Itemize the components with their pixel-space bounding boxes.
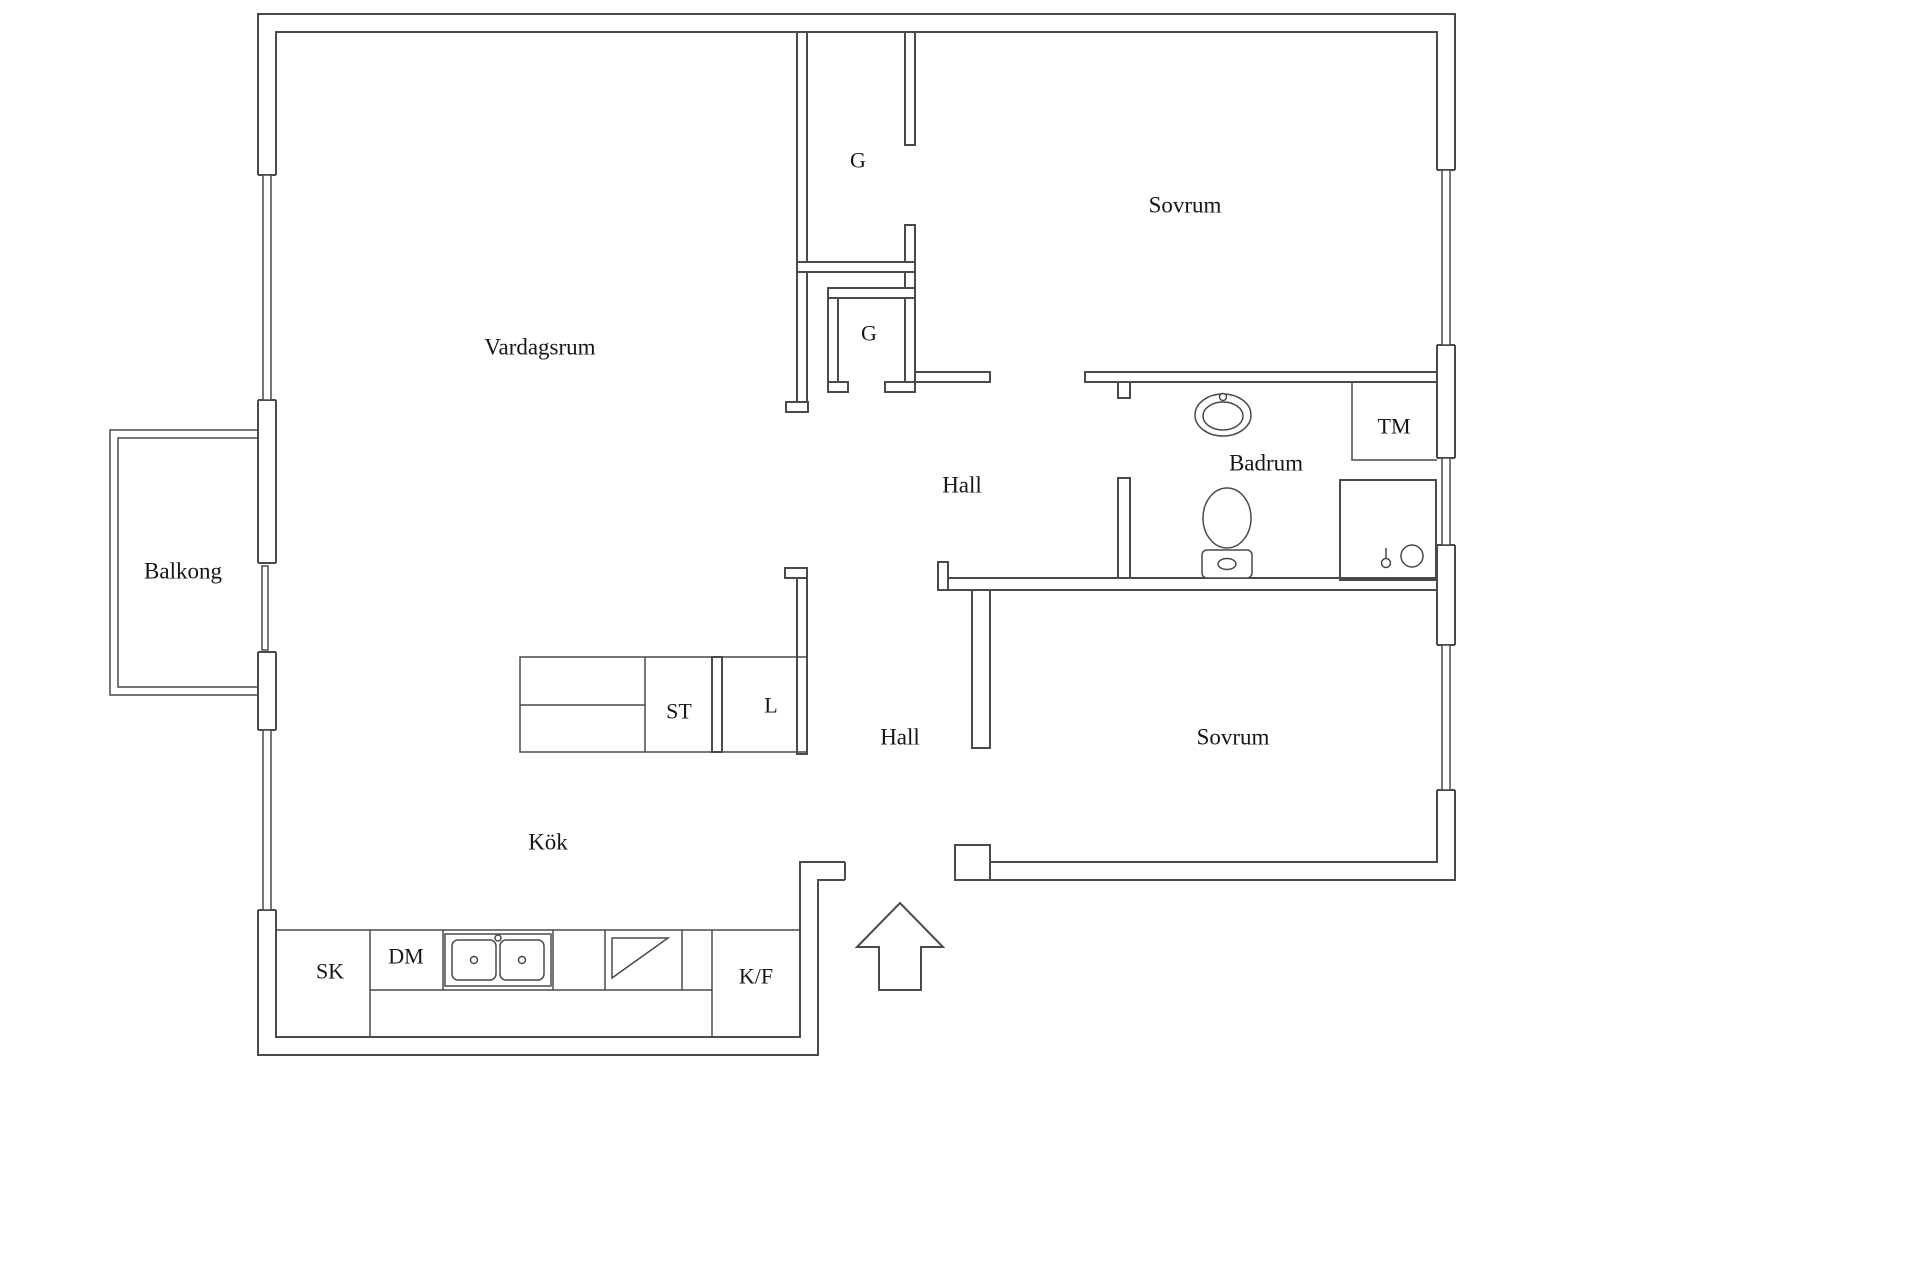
wall-jamb-top — [784, 567, 808, 579]
sink-faucet — [1218, 392, 1228, 402]
wall-hall-kitchen-divider — [796, 567, 808, 755]
sink-bowl — [1202, 401, 1244, 431]
shower-tray — [1339, 479, 1437, 581]
balcony-inner-rail — [117, 437, 258, 688]
kitchen-counter — [276, 929, 800, 1037]
entrance-eraser — [845, 859, 955, 883]
windows-and-openings — [254, 169, 1460, 911]
wall-closet2-left — [827, 287, 839, 393]
kitchen-sink-drain — [469, 955, 479, 965]
kitchen-sink-drain — [517, 955, 527, 965]
shower-mixer — [1380, 557, 1392, 569]
wall-badrum-door-jamb — [1117, 381, 1131, 399]
kitchen-sink-icon — [444, 933, 552, 987]
label-sovrum-top: Sovrum — [1149, 193, 1222, 218]
wall-closet1-bottom — [796, 261, 916, 273]
window-icon — [1441, 644, 1451, 791]
label-balkong: Balkong — [144, 559, 222, 584]
label-kf: K/F — [739, 964, 773, 989]
toilet-button — [1217, 557, 1237, 571]
shower-drain — [1400, 544, 1424, 568]
wall-sovrum2-left — [971, 589, 991, 749]
balcony-outer-rail — [109, 429, 258, 696]
wall-closet2-jamb-left — [827, 381, 849, 393]
balcony-structure — [109, 429, 258, 696]
window-icon — [1441, 457, 1451, 546]
wall-closet-right-upper — [904, 31, 916, 146]
label-tm: TM — [1378, 414, 1411, 439]
label-sovrum-bottom: Sovrum — [1197, 725, 1270, 750]
kitchen-faucet — [494, 934, 502, 942]
label-hall-lower: Hall — [880, 725, 920, 750]
entrance-arrow-icon — [854, 901, 946, 991]
label-badrum: Badrum — [1229, 451, 1303, 476]
closet-block — [519, 656, 807, 753]
label-kok: Kök — [528, 830, 568, 855]
interior-walls — [784, 31, 1438, 881]
exterior-walls — [257, 13, 1456, 1056]
stove-icon — [611, 937, 671, 980]
wall-entrance-stub — [954, 844, 991, 881]
window-icon — [262, 729, 272, 911]
wall-badrum-top — [1084, 371, 1438, 383]
label-garderob-mid: G — [861, 321, 877, 346]
wall-vardagsrum-divider — [796, 31, 808, 413]
label-garderob-top: G — [850, 148, 866, 173]
toilet-bowl — [1202, 487, 1252, 549]
bathroom-sink-icon — [1194, 392, 1252, 437]
toilet-icon — [1201, 487, 1253, 579]
wall-closet2-jamb-right — [884, 381, 916, 393]
washing-machine-box — [1351, 382, 1437, 461]
wall-sovrum1-bottom — [914, 371, 991, 383]
wall-st-l-divider — [711, 656, 723, 753]
shower-icon — [1339, 479, 1437, 581]
label-hall-upper: Hall — [942, 473, 982, 498]
wall-closet-right-lower — [904, 224, 916, 393]
balcony-door-icon — [261, 565, 269, 651]
label-vardagsrum: Vardagsrum — [484, 335, 595, 360]
label-sk: SK — [316, 959, 344, 984]
wall-closet2-top — [827, 287, 916, 299]
window-icon — [262, 174, 272, 401]
room-labels: Balkong Vardagsrum G G Sovrum TM Badrum … — [144, 148, 1410, 989]
wall-jamb — [785, 401, 809, 413]
exterior-wall-band — [257, 13, 1456, 1056]
window-icon — [1441, 169, 1451, 346]
label-dm: DM — [388, 944, 423, 969]
label-st: ST — [666, 699, 692, 724]
bathroom-fixtures — [1194, 382, 1437, 581]
label-l: L — [764, 693, 777, 718]
wall-hall-divider-tick — [937, 561, 949, 591]
wall-badrum-left — [1117, 477, 1131, 591]
